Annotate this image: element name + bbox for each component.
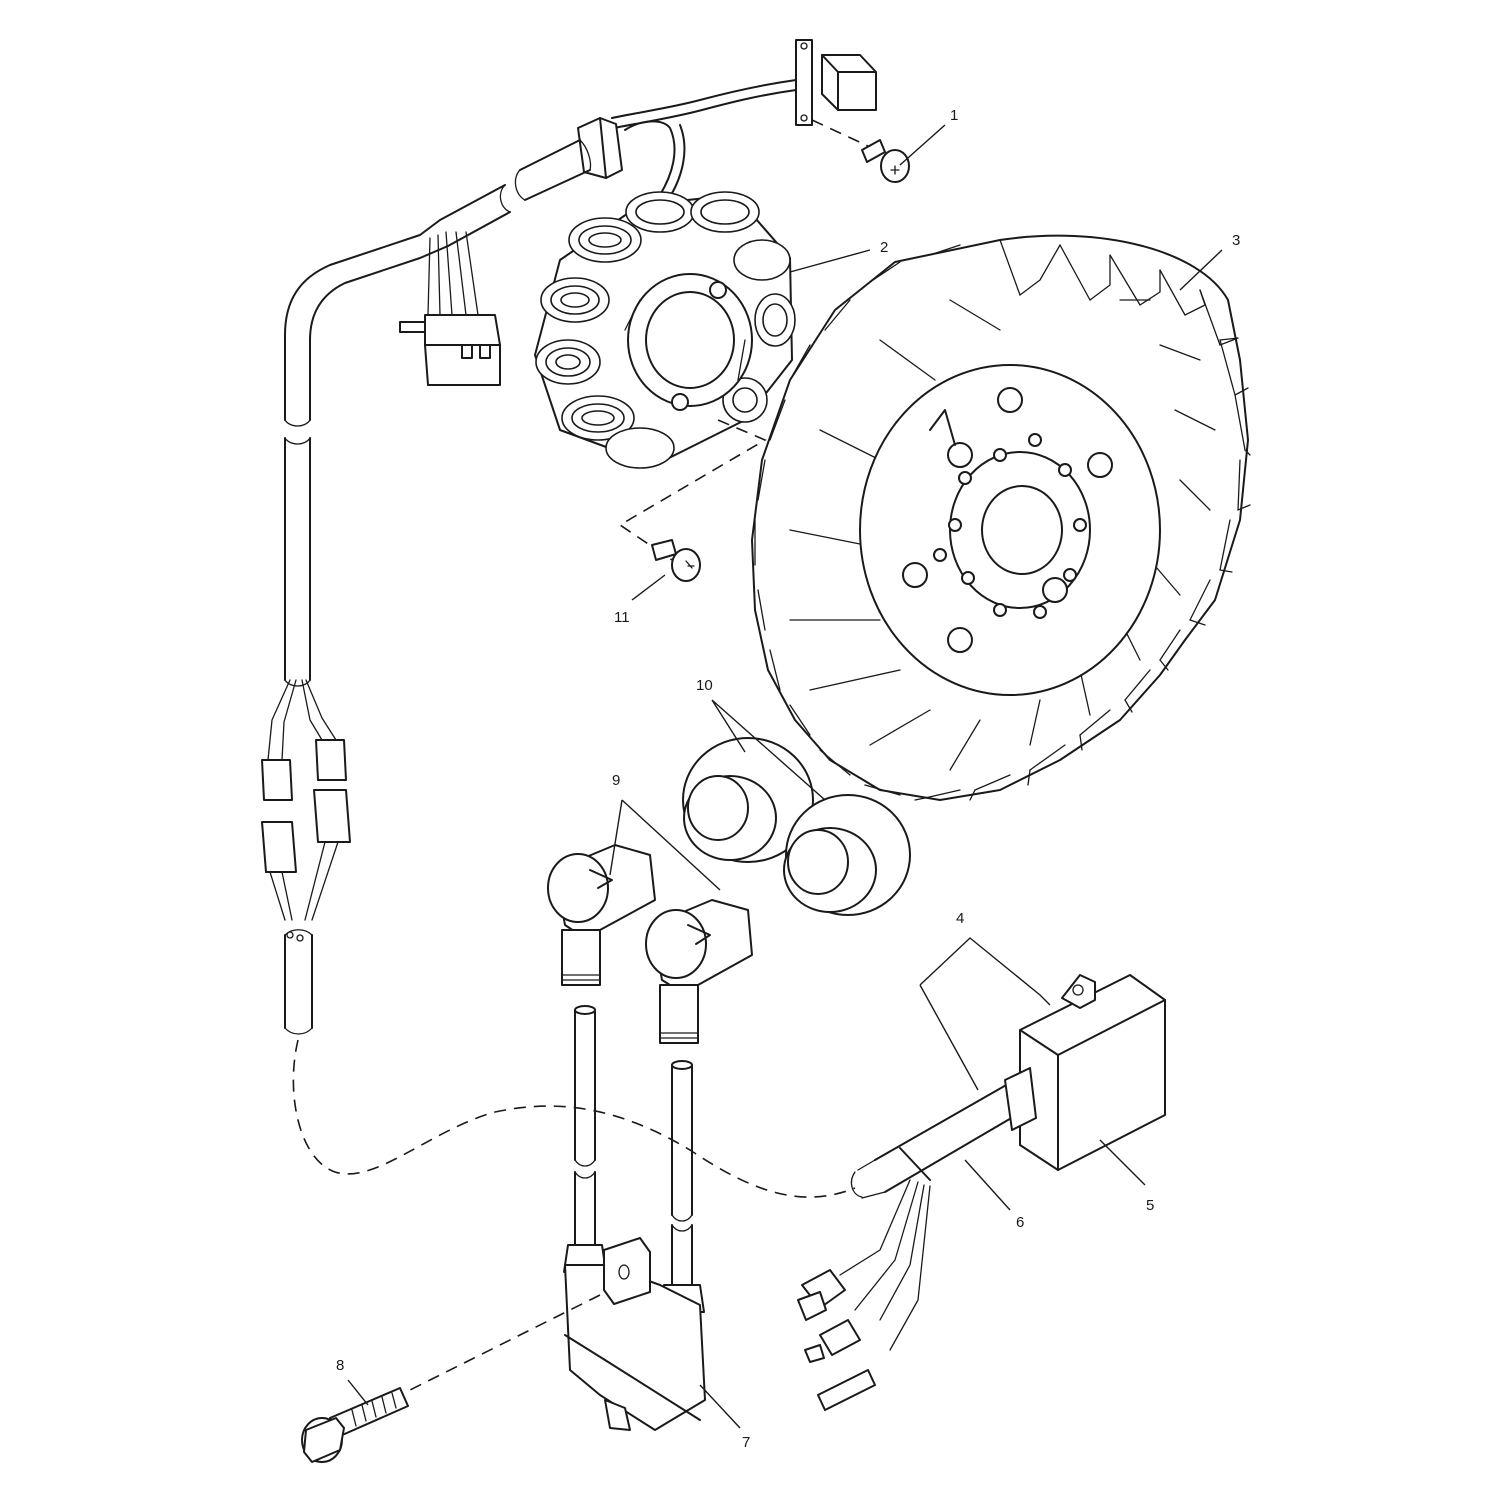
callout-1: 1 (950, 107, 958, 124)
callout-3: 3 (1232, 232, 1240, 249)
part-1-assembly-line (811, 119, 869, 147)
part-10-bushings (682, 737, 911, 916)
part-11-screw (651, 539, 701, 582)
part-8-bolt (301, 1387, 409, 1463)
callout-8: 8 (336, 1357, 344, 1374)
callout-10: 10 (696, 677, 713, 694)
part-7-ignition-coil (563, 1005, 706, 1431)
part-9-spark-plug-caps (547, 844, 753, 1044)
part-5-cdi-box (1019, 974, 1166, 1171)
callout-11: 11 (614, 609, 630, 626)
callout-labels: 1 2 3 4 5 6 7 8 9 10 11 (336, 107, 1240, 1451)
part-2-assembly-line (618, 419, 767, 561)
part-2-stator (534, 191, 796, 469)
part-1-sensor-module (611, 39, 877, 129)
callout-9: 9 (612, 772, 620, 789)
callout-4: 4 (956, 910, 964, 927)
callout-6: 6 (1016, 1214, 1024, 1231)
part-3-flywheel (751, 234, 1251, 801)
callout-7: 7 (742, 1434, 750, 1451)
part-1-screw (861, 139, 910, 183)
callout-2: 2 (880, 239, 888, 256)
part-6-cdi-harness (797, 1067, 1037, 1411)
callout-5: 5 (1146, 1197, 1154, 1214)
part-8-assembly-line (409, 1294, 601, 1391)
wiring-harness (261, 117, 686, 1035)
leader-lines (347, 124, 1223, 1429)
harness-routing-line (292, 1039, 856, 1198)
